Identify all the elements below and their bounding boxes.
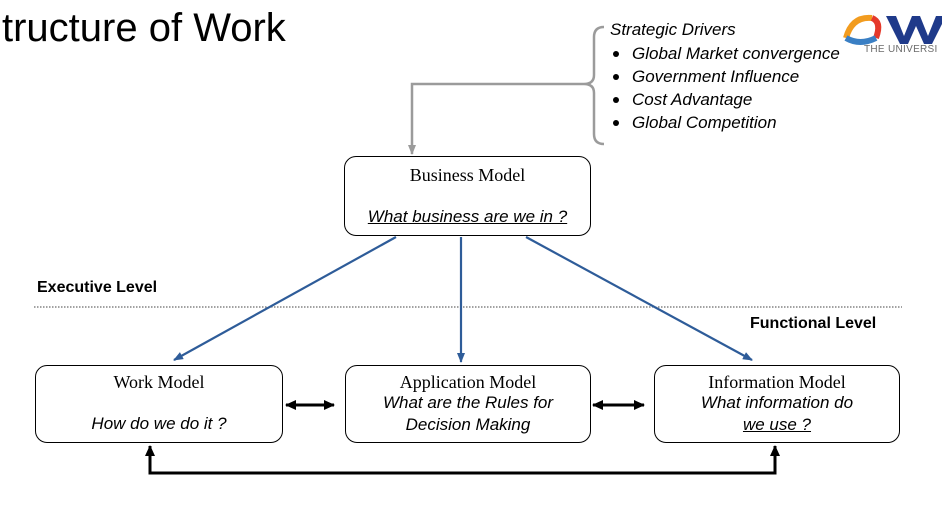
work-model-box: Work Model How do we do it ? — [35, 365, 283, 443]
information-model-question-line2: we use ? — [742, 415, 812, 434]
application-model-question-line2: Decision Making — [405, 415, 531, 434]
list-item: Cost Advantage — [610, 88, 840, 111]
business-model-box: Business Model What business are we in ? — [344, 156, 591, 236]
strategic-drivers-header: Strategic Drivers — [610, 20, 736, 39]
university-logo: THE UNIVERSI — [842, 12, 942, 62]
application-model-question-line1: What are the Rules for — [382, 393, 554, 412]
information-model-title: Information Model — [708, 372, 846, 392]
business-to-work-arrow — [173, 236, 397, 361]
work-information-loop-arrow — [148, 462, 777, 475]
drivers-brace — [583, 25, 605, 146]
logo-text: THE UNIVERSI — [864, 44, 938, 55]
executive-level-label: Executive Level — [37, 279, 158, 296]
application-model-title: Application Model — [399, 372, 537, 392]
bullet-icon — [613, 97, 619, 103]
application-model-box: Application Model What are the Rules for… — [345, 365, 591, 443]
bullet-icon — [613, 74, 619, 80]
bullet-icon — [613, 120, 619, 126]
business-to-information-arrow — [525, 236, 753, 361]
strategic-drivers: Strategic Drivers Global Market converge… — [610, 20, 840, 134]
business-model-title: Business Model — [409, 165, 526, 185]
page-title: tructure of Work — [2, 6, 286, 50]
work-model-title: Work Model — [113, 372, 205, 392]
bullet-icon — [613, 51, 619, 57]
logo-mark-icon — [843, 14, 942, 45]
drivers-to-business-arrow — [408, 82, 584, 155]
business-model-question: What business are we in ? — [367, 207, 568, 226]
strategic-drivers-list: Global Market convergence Government Inf… — [610, 42, 840, 134]
work-model-question: How do we do it ? — [91, 414, 227, 433]
list-item: Global Market convergence — [610, 42, 840, 65]
list-item: Government Influence — [610, 65, 840, 88]
list-item: Global Competition — [610, 111, 840, 134]
information-model-question-line1: What information do — [700, 393, 854, 412]
functional-level-label: Functional Level — [750, 315, 877, 332]
information-model-box: Information Model What information do we… — [654, 365, 900, 443]
